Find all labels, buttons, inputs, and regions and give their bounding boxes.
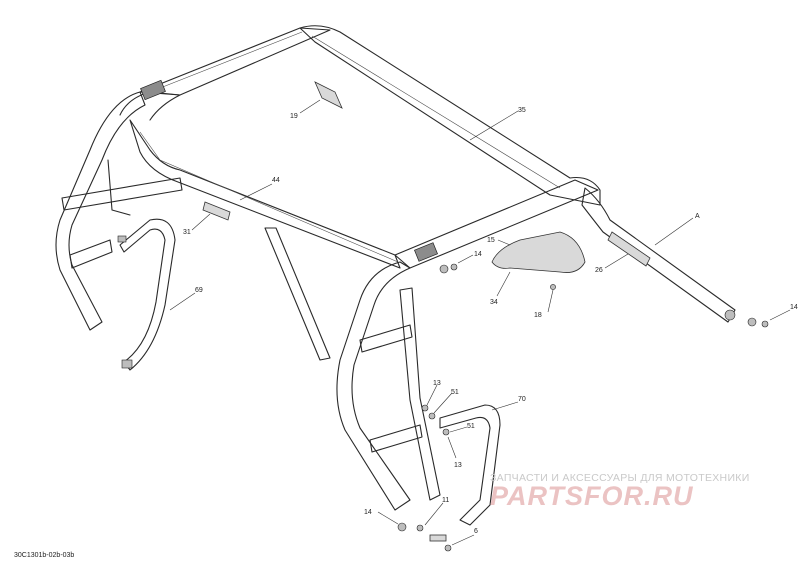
callout-14-lower: 14 [364, 509, 372, 516]
callout-69: 69 [195, 287, 203, 294]
callout-13-lower: 13 [454, 462, 462, 469]
small-parts [202, 81, 769, 552]
callout-11: 11 [442, 497, 449, 504]
callout-18: 18 [534, 312, 542, 319]
document-code: 30C1301b-02b-03b [14, 552, 75, 559]
callout-26: 26 [595, 267, 603, 274]
callout-34: 34 [490, 299, 498, 306]
roll-cage-frame [55, 25, 736, 511]
callout-44: 44 [272, 177, 280, 184]
callout-35: 35 [518, 107, 526, 114]
watermark-logo: PARTSFOR.RU [490, 481, 694, 511]
callout-70: 70 [518, 396, 526, 403]
callout-51-upper: 51 [451, 389, 459, 396]
callouts: 19 35 44 31 A 15 14 26 34 18 14 69 [169, 99, 798, 546]
callout-15: 15 [487, 237, 495, 244]
callout-31: 31 [183, 229, 191, 236]
callout-6: 6 [474, 528, 478, 535]
callout-14-right: 14 [790, 304, 798, 311]
door-nets [117, 218, 501, 526]
callout-19: 19 [290, 113, 298, 120]
callout-14-upper: 14 [474, 251, 482, 258]
watermark-tagline: ЗАПЧАСТИ И АКСЕССУАРЫ ДЛЯ МОТОТЕХНИКИ [490, 472, 750, 484]
callout-51-lower: 51 [467, 423, 475, 430]
callout-13-upper: 13 [433, 380, 441, 387]
callout-A: A [695, 213, 700, 220]
